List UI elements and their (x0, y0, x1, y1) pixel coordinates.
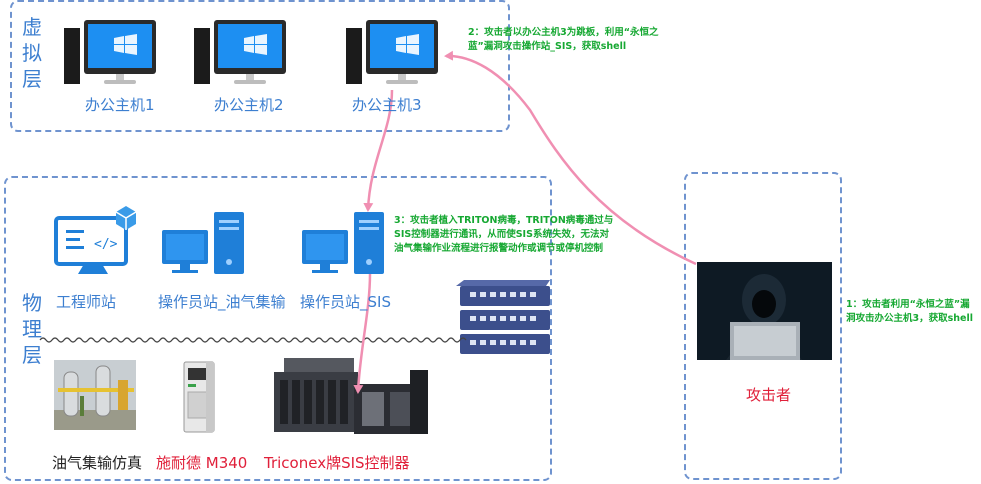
office-host-3-label: 办公主机3 (352, 96, 422, 114)
triconex-controller-image (274, 358, 428, 434)
operator-station-sis-label: 操作员站_SIS (300, 293, 391, 311)
network-switch-stack-icon (456, 280, 550, 354)
office-host-3-icon (346, 20, 438, 84)
engineer-station-icon: </> (54, 206, 137, 274)
operator-station-sis-icon (302, 212, 384, 274)
step-2-note: 2：攻击者以办公主机3为跳板，利用“永恒之蓝”漏洞攻击操作站_SIS，获取she… (468, 27, 659, 52)
step-3-note: 3：攻击者植入TRITON病毒，TRITON病毒通过与SIS控制器进行通讯，从而… (394, 215, 614, 254)
attack-path-step3 (353, 273, 372, 394)
virtual-layer-label: 虚 拟 层 (22, 15, 42, 91)
oilgas-simulation-label: 油气集输仿真 (52, 454, 143, 472)
office-host-2-icon (194, 20, 286, 84)
engineer-station-label: 工程师站 (56, 293, 117, 311)
physical-layer-zone (4, 176, 552, 481)
attack-path-step1 (444, 50, 697, 266)
physical-layer-label: 物 理 层 (22, 291, 42, 367)
schneider-m340-image (183, 361, 215, 433)
attacker-image (697, 262, 832, 360)
schneider-m340-label: 施耐德 M340 (156, 454, 248, 472)
virtual-layer-zone (10, 0, 510, 132)
triconex-controller-label: Triconex牌SIS控制器 (264, 454, 410, 472)
attacker-label: 攻击者 (746, 386, 792, 404)
operator-station-oilgas-icon (162, 212, 244, 274)
step-1-note: 1：攻击者利用“永恒之蓝”漏洞攻击办公主机3，获取shell (846, 299, 973, 324)
oilgas-simulation-image (54, 360, 136, 430)
network-cable-line (39, 337, 467, 343)
office-host-1-icon (64, 20, 156, 84)
attacker-zone (684, 172, 842, 480)
svg-text:</>: </> (94, 237, 118, 252)
office-host-2-label: 办公主机2 (214, 96, 284, 114)
office-host-1-label: 办公主机1 (85, 96, 155, 114)
attack-path-step2 (363, 89, 394, 212)
operator-station-oilgas-label: 操作员站_油气集输 (158, 293, 286, 311)
